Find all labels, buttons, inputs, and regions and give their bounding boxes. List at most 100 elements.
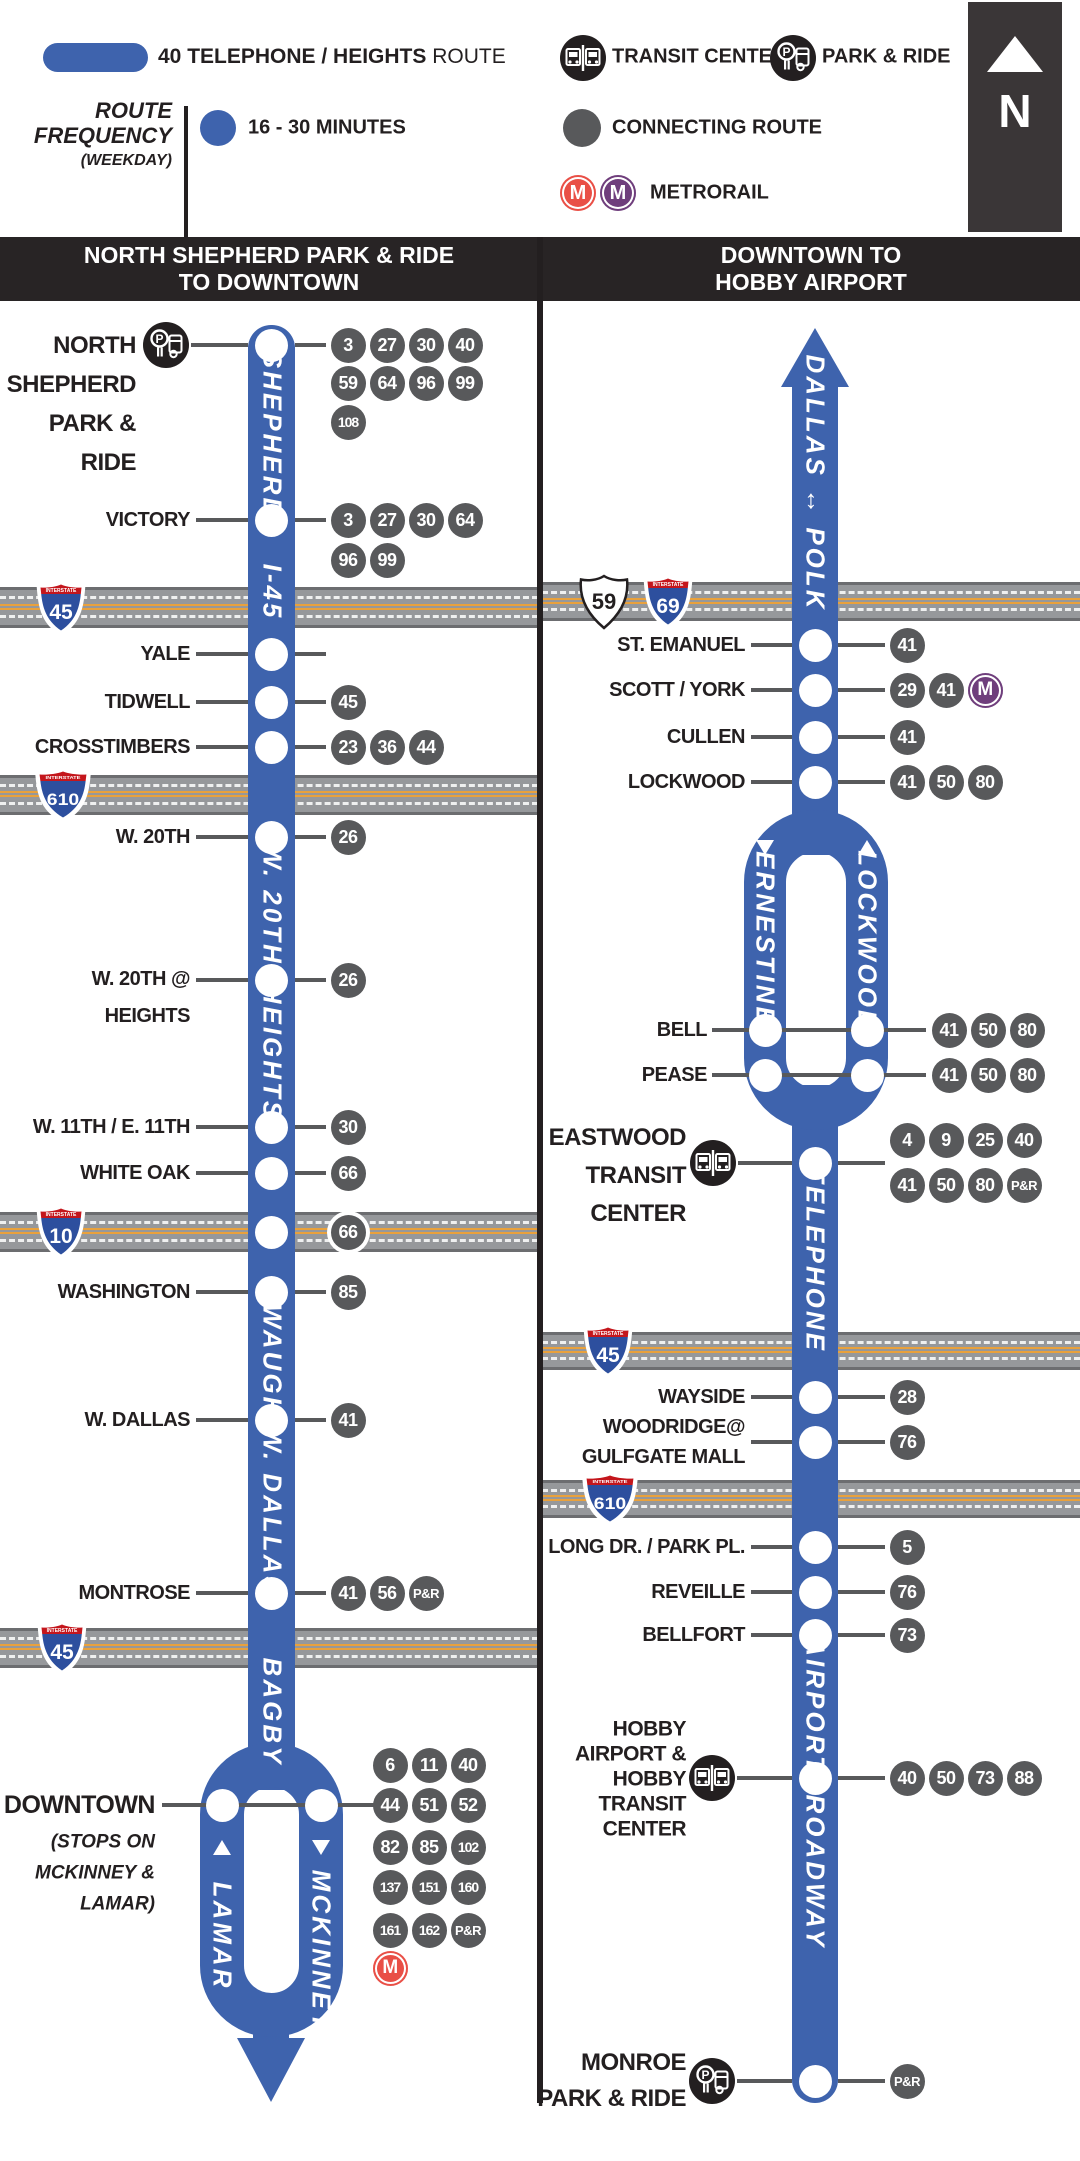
svg-text:P: P — [782, 45, 790, 59]
frequency-title-line2: FREQUENCY — [33, 123, 172, 148]
stop-label-reveille: REVEILLE — [651, 1580, 745, 1604]
stop-label-line: HEIGHTS — [104, 1005, 191, 1027]
stop-connector-line — [196, 1290, 248, 1294]
stop-connector-line — [295, 1290, 326, 1294]
highway-shield-i-610: INTERSTATE 610 — [578, 1470, 642, 1528]
connecting-route-badge-76: 76 — [889, 1424, 925, 1460]
stop-label-line: YALE — [140, 643, 190, 665]
loop-direction-arrow-down-icon — [756, 840, 774, 855]
frequency-marker — [200, 110, 236, 146]
connecting-route-badge-59: 59 — [330, 365, 366, 401]
stop-label-downtown: DOWNTOWN — [3, 1791, 156, 1819]
street-name-lockwood: LOCKWOOD — [852, 850, 883, 1032]
stop-connector-line — [838, 735, 885, 739]
connecting-route-label: CONNECTING ROUTE — [612, 116, 822, 139]
stop-dot — [798, 1146, 832, 1180]
stop-label-line: TRANSIT — [585, 1162, 687, 1189]
stop-label-wayside: WAYSIDE — [658, 1385, 745, 1409]
stop-dot — [255, 820, 288, 854]
stop-connector-line — [196, 1418, 248, 1422]
stop-connector-line — [295, 1125, 326, 1129]
stop-dot — [798, 1530, 832, 1564]
stop-dot — [748, 1058, 782, 1092]
stop-label-white-oak: WHITE OAK — [80, 1161, 190, 1185]
connecting-route-badge-80: 80 — [967, 764, 1003, 800]
panel-header-left-line2: TO DOWNTOWN — [178, 269, 360, 295]
svg-text:INTERSTATE: INTERSTATE — [46, 775, 81, 781]
stop-dot — [255, 1403, 288, 1437]
stop-dot — [255, 1215, 288, 1249]
connecting-route-badge-41: 41 — [330, 1402, 366, 1438]
stop-label-line: EASTWOOD — [548, 1124, 687, 1151]
stop-connector-line — [737, 1776, 792, 1780]
stop-dot — [798, 1618, 832, 1652]
connecting-route-badge-162: 162 — [411, 1912, 447, 1948]
stop-connector-line — [838, 688, 885, 692]
stop-dot — [798, 720, 832, 754]
legend: 40 TELEPHONE / HEIGHTS ROUTE ROUTE FREQU… — [0, 0, 1080, 237]
svg-text:45: 45 — [49, 601, 73, 624]
stop-label-line: CENTER — [590, 1200, 686, 1227]
stop-label-line: W. 20TH @ — [91, 968, 191, 990]
connecting-route-badge-26: 26 — [330, 819, 366, 855]
stop-connector-line — [196, 745, 248, 749]
stop-connector-line — [196, 700, 248, 704]
connecting-route-badge-50: 50 — [970, 1057, 1006, 1093]
stop-connector-line — [838, 1633, 885, 1637]
connecting-route-badge-85: 85 — [411, 1829, 447, 1865]
svg-text:INTERSTATE: INTERSTATE — [593, 1331, 624, 1337]
stop-dot — [798, 1575, 832, 1609]
stop-label-washington: WASHINGTON — [58, 1280, 191, 1304]
stop-label-crosstimbers: CROSSTIMBERS — [35, 735, 191, 759]
panel-header-right: DOWNTOWN TO HOBBY AIRPORT — [542, 237, 1080, 301]
connecting-route-badge-41: 41 — [889, 719, 925, 755]
stop-connector-line — [295, 700, 326, 704]
connecting-route-badge-50: 50 — [928, 764, 964, 800]
stop-connector-line — [196, 1591, 248, 1595]
stop-dot — [798, 628, 832, 662]
panel-divider — [537, 237, 543, 2103]
svg-text:45: 45 — [596, 1344, 620, 1367]
svg-text:69: 69 — [656, 595, 679, 618]
stop-connector-line — [162, 1803, 374, 1807]
stop-label-line: DOWNTOWN — [3, 1791, 156, 1819]
stop-connector-line — [196, 1125, 248, 1129]
stop-label-line: TRANSIT — [598, 1792, 687, 1816]
connecting-route-badge-45: 45 — [330, 684, 366, 720]
connecting-route-badge-36: 36 — [369, 729, 405, 765]
connecting-route-badge-41: 41 — [889, 1167, 925, 1203]
stop-connector-line — [751, 1633, 792, 1637]
connecting-route-badge-41: 41 — [928, 672, 964, 708]
route-line — [248, 325, 295, 1790]
stop-connector-line — [295, 1591, 326, 1595]
stop-dot — [255, 1110, 288, 1144]
stop-label-w-20th-at-heights: W. 20TH @ HEIGHTS — [91, 961, 191, 1035]
connecting-route-badge-23: 23 — [330, 729, 366, 765]
highway-shield-i-45: INTERSTATE 45 — [34, 1619, 90, 1677]
connecting-route-badge-41: 41 — [330, 1575, 366, 1611]
stop-connector-line — [751, 1590, 792, 1594]
stop-connector-line — [737, 2079, 792, 2083]
panel-header-right-line2: HOBBY AIRPORT — [715, 269, 907, 295]
route-suffix: ROUTE — [432, 45, 506, 68]
connecting-route-badge-64: 64 — [369, 365, 405, 401]
connecting-route-badge-41: 41 — [889, 627, 925, 663]
park-and-ride-icon: P — [689, 2058, 735, 2104]
route-direction-arrow-down — [237, 2038, 305, 2102]
stop-dot — [850, 1058, 884, 1092]
stop-label-lockwood: LOCKWOOD — [628, 770, 746, 794]
highway-shield-i-45: INTERSTATE 45 — [33, 579, 89, 637]
stop-label-line: W. 11TH / E. 11TH — [32, 1116, 191, 1138]
stop-connector-line — [751, 735, 792, 739]
stop-connector-line — [295, 1418, 326, 1422]
panel-header-left: NORTH SHEPHERD PARK & RIDE TO DOWNTOWN — [0, 237, 538, 301]
stop-sublabel-line: LAMAR) — [80, 1893, 155, 1915]
connecting-route-badge-80: 80 — [1009, 1057, 1045, 1093]
stop-connector-line — [751, 1395, 792, 1399]
stop-connector-line — [838, 1395, 885, 1399]
park-and-ride-label: PARK & RIDE — [822, 45, 951, 68]
stop-label-yale: YALE — [140, 642, 190, 666]
park-and-ride-icon: P — [143, 322, 189, 368]
street-name-mckinney: MCKINNEY — [306, 1869, 337, 2033]
